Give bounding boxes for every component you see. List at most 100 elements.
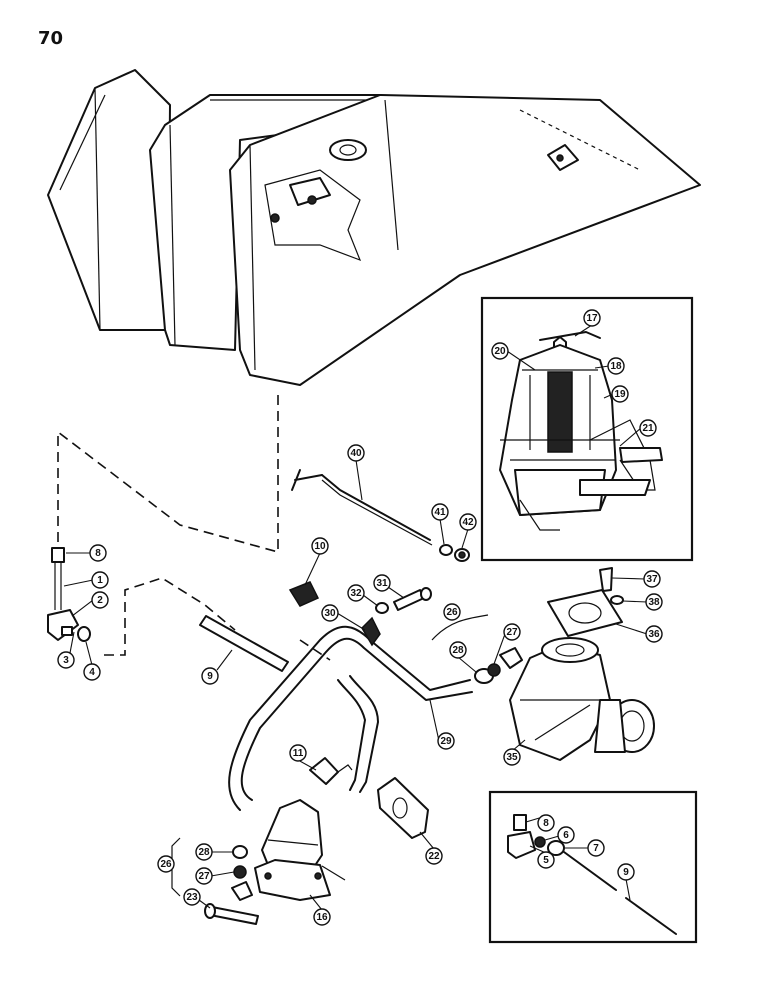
callout-circle: [313, 908, 331, 926]
callout-c30: 30: [321, 604, 339, 622]
callout-c23: 23: [183, 888, 201, 906]
inset-pump-cross-section: [480, 296, 694, 562]
callout-c16: 16: [313, 908, 331, 926]
fitting-27-upper: [487, 663, 501, 677]
callout-circle: [587, 839, 605, 857]
callout-label: 26: [160, 859, 172, 870]
callout-c7: 7: [587, 839, 605, 857]
fuel-line-29: [228, 625, 471, 811]
callout-label: 27: [506, 627, 518, 638]
callout-label: 42: [462, 517, 474, 528]
callout-c3: 3: [57, 651, 75, 669]
callout-label: 8: [95, 548, 101, 559]
callout-c35: 35: [503, 748, 521, 766]
fuel-tank: [47, 69, 701, 386]
callout-c37: 37: [643, 570, 661, 588]
callout-label: 8: [543, 818, 549, 829]
pump-cutaway: [499, 331, 663, 531]
callout-label: 18: [610, 361, 622, 372]
callout-label: 6: [563, 830, 569, 841]
callout-label: 23: [186, 892, 198, 903]
callout-circle: [437, 732, 455, 750]
callout-circle: [373, 574, 391, 592]
callout-circle: [639, 419, 657, 437]
callout-c10: 10: [311, 537, 329, 555]
callout-label: 40: [350, 448, 362, 459]
callout-c28a: 28: [449, 641, 467, 659]
callout-circle: [195, 867, 213, 885]
callout-circle: [643, 570, 661, 588]
fuel-pump-16: [254, 799, 346, 901]
callout-circle: [157, 855, 175, 873]
callout-c27b: 27: [195, 867, 213, 885]
callout-circle: [503, 748, 521, 766]
callout-circle: [617, 863, 635, 881]
callout-circle: [459, 513, 477, 531]
callout-c28b: 28: [195, 843, 213, 861]
callout-label: 31: [376, 578, 388, 589]
callout-c42: 42: [459, 513, 477, 531]
callout-label: 9: [623, 867, 629, 878]
callout-c18: 18: [607, 357, 625, 375]
callout-label: 2: [97, 595, 103, 606]
callout-label: 22: [428, 851, 440, 862]
fitting-28-lower: [232, 845, 248, 859]
washer-38: [610, 595, 624, 605]
callout-label: 41: [434, 507, 446, 518]
fitting-27-lower: [233, 865, 247, 879]
fuel-line-9: [199, 615, 289, 672]
callout-circle: [503, 623, 521, 641]
callout-c26a: 26: [443, 603, 461, 621]
callout-c2: 2: [91, 591, 109, 609]
callout-label: 28: [452, 645, 464, 656]
callout-c8a: 8: [89, 544, 107, 562]
callout-circle: [347, 444, 365, 462]
callout-c1: 1: [91, 571, 109, 589]
callout-label: 4: [89, 667, 95, 678]
tank-filler-neck: [329, 139, 367, 161]
tank-section-front: [229, 94, 701, 386]
leader-lines: [63, 324, 648, 911]
callout-label: 30: [324, 608, 336, 619]
callout-circle: [645, 625, 663, 643]
callout-c31: 31: [373, 574, 391, 592]
callout-label: 26: [446, 607, 458, 618]
callout-circle: [89, 544, 107, 562]
clamp-10: [288, 581, 320, 607]
callout-c21: 21: [639, 419, 657, 437]
inset-shutoff-valve: [488, 790, 698, 944]
callout-c29: 29: [437, 732, 455, 750]
callout-circle: [91, 591, 109, 609]
callout-circle: [583, 309, 601, 327]
callout-label: 21: [642, 423, 654, 434]
callout-label: 19: [614, 389, 626, 400]
callout-circle: [611, 385, 629, 403]
callout-circle: [491, 342, 509, 360]
shutoff-valve-assembly: [47, 547, 91, 642]
callout-circle: [443, 603, 461, 621]
callout-c32: 32: [347, 584, 365, 602]
callout-c6: 6: [557, 826, 575, 844]
callout-circle: [449, 641, 467, 659]
callout-c4: 4: [83, 663, 101, 681]
callout-circle: [91, 571, 109, 589]
callout-circle: [557, 826, 575, 844]
callout-circle: [195, 843, 213, 861]
callout-c27a: 27: [503, 623, 521, 641]
callout-label: 9: [207, 671, 213, 682]
callout-circle: [201, 667, 219, 685]
callout-label: 17: [586, 313, 598, 324]
callout-label: 5: [543, 855, 549, 866]
callout-label: 35: [506, 752, 518, 763]
callout-label: 11: [293, 748, 304, 759]
callout-label: 16: [316, 912, 328, 923]
filter-11: [309, 757, 339, 785]
bolt-23: [209, 906, 259, 925]
choke-cable-40: [291, 469, 470, 562]
callout-circle: [311, 537, 329, 555]
bolt-31: [393, 589, 425, 611]
clip-30: [361, 616, 381, 647]
gasket-36: [547, 589, 623, 637]
callout-label: 36: [648, 629, 660, 640]
gasket-22: [377, 777, 429, 839]
